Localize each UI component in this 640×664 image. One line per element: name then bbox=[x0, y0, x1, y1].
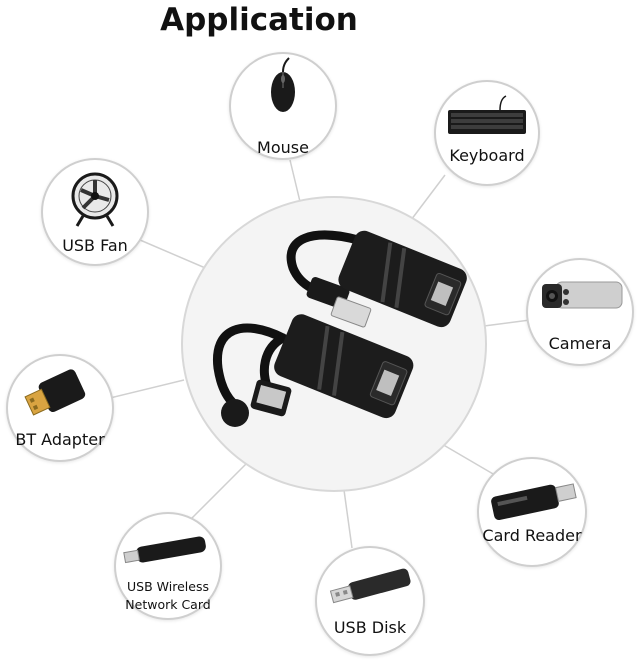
device-usb-disk: USB Disk bbox=[315, 546, 425, 656]
connector-usb-fan bbox=[139, 239, 211, 271]
device-label-camera: Camera bbox=[548, 334, 612, 353]
device-camera: Camera bbox=[526, 258, 634, 366]
usb-wireless-card-icon bbox=[123, 536, 206, 564]
device-label-usb-fan: USB Fan bbox=[62, 236, 128, 255]
keyboard-icon bbox=[448, 95, 526, 134]
connector-bt-adapter bbox=[109, 379, 185, 399]
device-keyboard: Keyboard bbox=[434, 80, 540, 186]
device-label-usb-wireless-line1: USB Wireless bbox=[127, 579, 209, 594]
camera-icon bbox=[542, 281, 623, 309]
device-mouse: Mouse bbox=[229, 52, 337, 160]
connector-camera bbox=[483, 319, 531, 327]
usb-extender-circle bbox=[181, 196, 487, 492]
device-label-mouse: Mouse bbox=[257, 138, 309, 157]
device-usb-fan: USB Fan bbox=[41, 158, 149, 266]
bt-adapter-icon bbox=[24, 369, 86, 416]
mouse-icon bbox=[271, 57, 295, 112]
device-bt-adapter: BT Adapter bbox=[6, 354, 114, 462]
device-card-reader: Card Reader bbox=[477, 457, 587, 567]
device-usb-wireless-card: USB Wireless Network Card bbox=[114, 512, 222, 620]
usb-disk-icon bbox=[329, 568, 411, 604]
connector-usb-disk bbox=[343, 489, 353, 549]
usb-fan-icon bbox=[71, 172, 119, 227]
device-label-keyboard: Keyboard bbox=[449, 146, 525, 165]
device-label-usb-disk: USB Disk bbox=[333, 618, 407, 637]
connector-card-reader bbox=[434, 439, 501, 479]
usb-extender-image bbox=[212, 230, 467, 427]
device-label-usb-wireless-line2: Network Card bbox=[125, 597, 211, 612]
connector-usb-wireless bbox=[189, 459, 251, 521]
device-label-bt-adapter: BT Adapter bbox=[15, 430, 105, 449]
page-title: Application bbox=[160, 2, 358, 38]
device-label-card-reader: Card Reader bbox=[482, 526, 582, 545]
card-reader-icon bbox=[491, 483, 577, 521]
